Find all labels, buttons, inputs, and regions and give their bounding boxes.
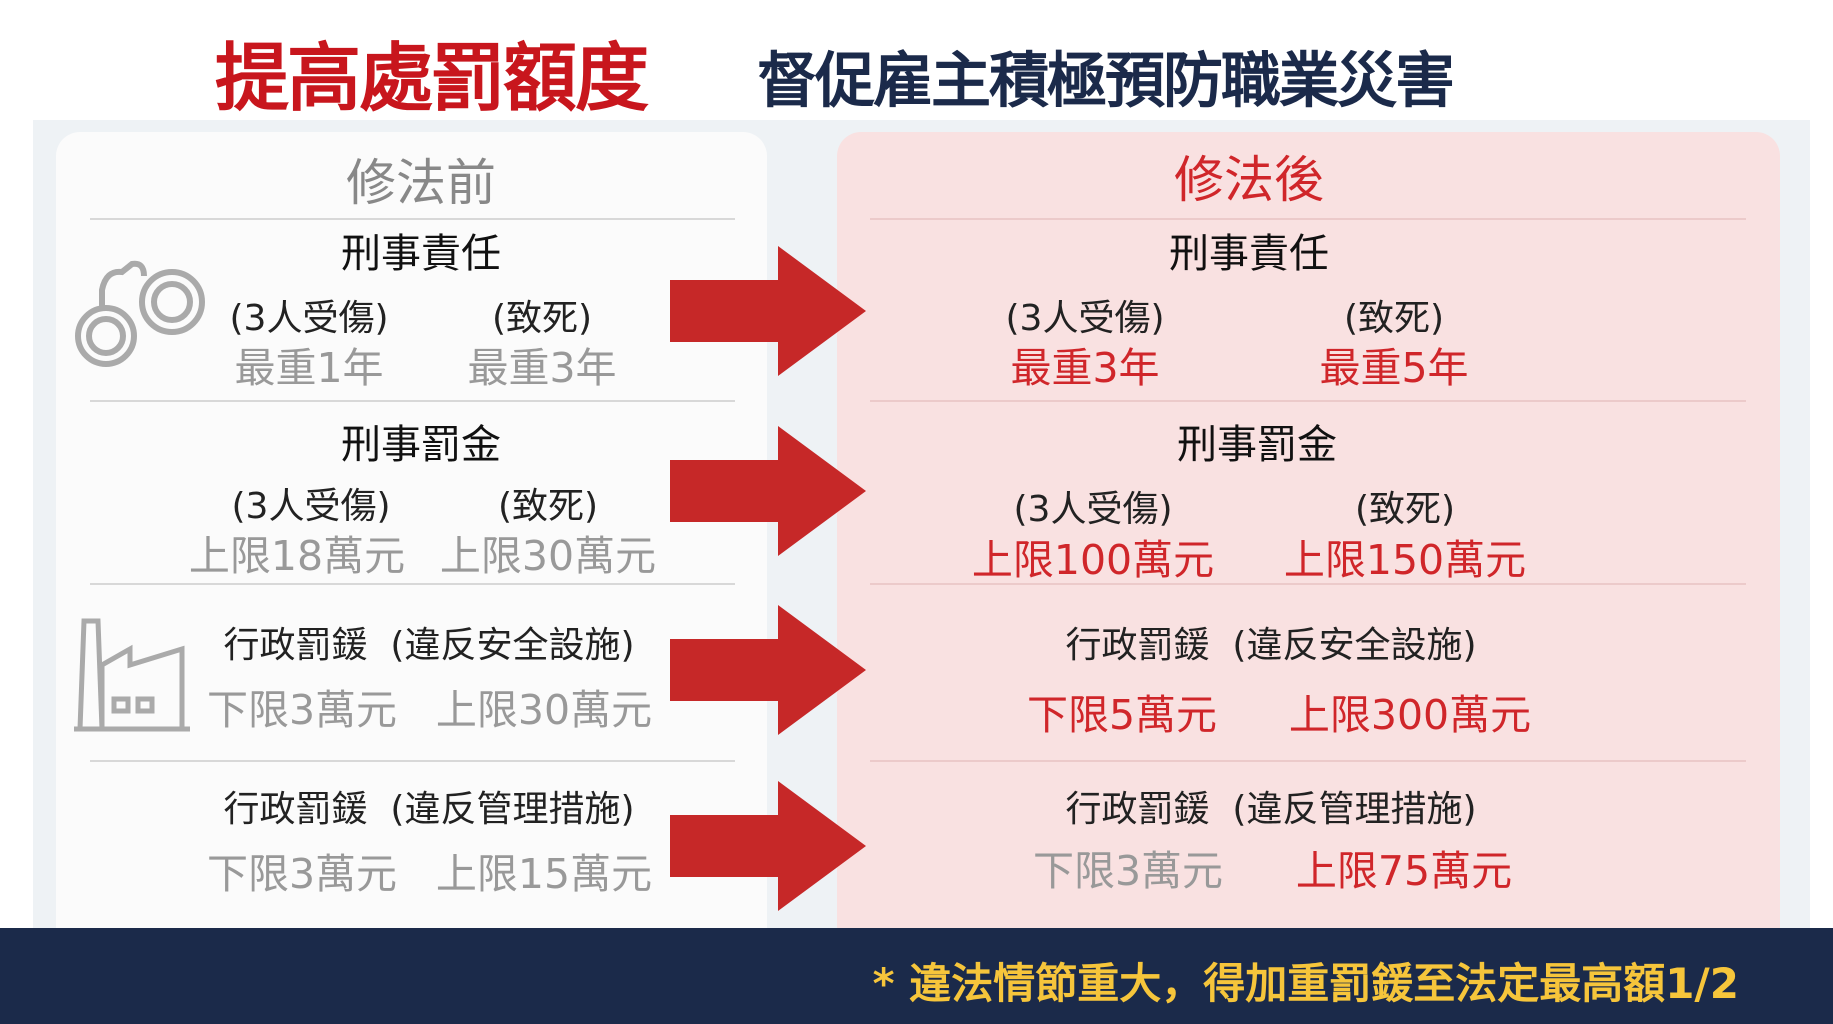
- footer-note: * 違法情節重大，得加重罰鍰至法定最高額1/2: [872, 959, 1739, 1008]
- row-title: 刑事責任: [341, 231, 501, 277]
- row-value: 最重5年: [1319, 344, 1469, 392]
- divider: [90, 218, 735, 220]
- row-title: 行政罰鍰 (違反安全設施): [1065, 625, 1477, 666]
- row-title: 行政罰鍰 (違反管理措施): [1065, 789, 1477, 830]
- row-value: 最重3年: [467, 344, 617, 392]
- before-heading: 修法前: [346, 154, 496, 212]
- row-value: 下限5萬元: [1026, 691, 1218, 739]
- main-title: 提高處罰額度: [215, 35, 649, 122]
- row-title: 行政罰鍰 (違反安全設施): [223, 625, 635, 666]
- divider: [870, 583, 1746, 585]
- row-value: 上限15萬元: [435, 850, 653, 898]
- divider: [870, 400, 1746, 402]
- after-panel: [837, 132, 1780, 932]
- after-heading: 修法後: [1174, 151, 1324, 209]
- row-value: 下限3萬元: [206, 850, 398, 898]
- row-value: 最重1年: [234, 344, 384, 392]
- row-label: (致死): [1354, 489, 1456, 530]
- row-label: (致死): [491, 298, 593, 339]
- row-value: 上限100萬元: [971, 536, 1215, 584]
- row-title: 刑事罰金: [341, 422, 501, 468]
- row-label: (致死): [1343, 298, 1445, 339]
- row-value: 上限18萬元: [188, 532, 406, 580]
- divider: [90, 583, 735, 585]
- arrow-right-icon: [670, 781, 866, 911]
- row-label: (3人受傷): [1013, 489, 1173, 530]
- row-title: 行政罰鍰 (違反管理措施): [223, 789, 635, 830]
- arrow-right-icon: [670, 426, 866, 556]
- row-value: 上限30萬元: [439, 532, 657, 580]
- arrow-right-icon: [670, 605, 866, 735]
- row-value: 上限150萬元: [1283, 536, 1527, 584]
- row-value: 上限300萬元: [1288, 691, 1532, 739]
- row-value: 上限75萬元: [1295, 847, 1513, 895]
- divider: [870, 760, 1746, 762]
- before-panel: [56, 132, 767, 932]
- row-value: 下限3萬元: [206, 686, 398, 734]
- handcuffs-icon: [75, 260, 205, 367]
- row-value: 下限3萬元: [1032, 847, 1224, 895]
- factory-icon: [74, 618, 190, 732]
- row-label: (3人受傷): [229, 298, 389, 339]
- divider: [90, 760, 735, 762]
- divider: [870, 218, 1746, 220]
- arrow-right-icon: [670, 246, 866, 376]
- row-title: 刑事罰金: [1177, 422, 1337, 468]
- footer-bar: * 違法情節重大，得加重罰鍰至法定最高額1/2: [0, 928, 1833, 1024]
- row-label: (致死): [497, 486, 599, 527]
- row-label: (3人受傷): [1005, 298, 1165, 339]
- row-label: (3人受傷): [231, 486, 391, 527]
- subtitle: 督促雇主積極預防職業災害: [757, 46, 1455, 117]
- row-title: 刑事責任: [1169, 231, 1329, 277]
- row-value: 最重3年: [1010, 344, 1160, 392]
- row-value: 上限30萬元: [435, 686, 653, 734]
- divider: [90, 400, 735, 402]
